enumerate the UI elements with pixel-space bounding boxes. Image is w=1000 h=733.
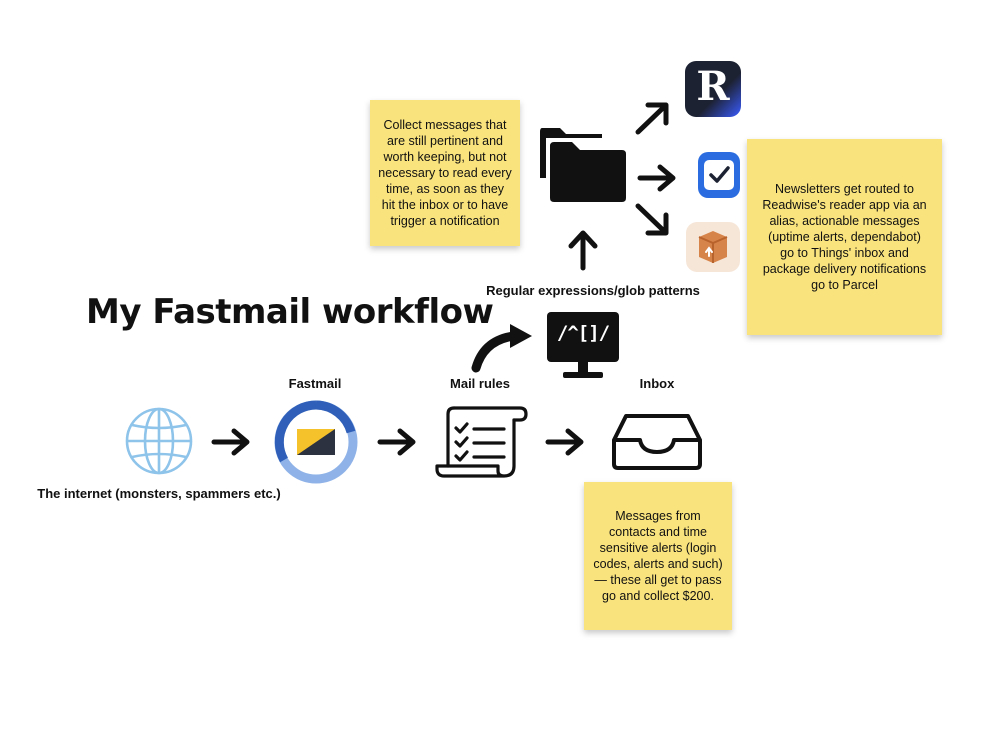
regex-label: Regular expressions/glob patterns [486, 283, 700, 298]
arrow-right-icon [545, 428, 584, 456]
arrow-down-right-icon [635, 203, 669, 236]
monitor-icon [547, 312, 619, 378]
folders-icon [540, 128, 626, 202]
note-newsletters: Newsletters get routed to Readwise's rea… [747, 139, 942, 335]
curved-arrow-icon [471, 324, 532, 373]
fastmail-logo-icon [274, 400, 358, 484]
inbox-tray-icon [612, 414, 702, 470]
arrow-right-icon [211, 428, 250, 456]
note-collect: Collect messages that are still pertinen… [370, 100, 520, 246]
inbox-label: Inbox [639, 376, 675, 391]
arrow-right-icon [637, 164, 676, 192]
regex-glyph: /^[]/ [556, 322, 610, 344]
globe-icon [125, 407, 193, 475]
arrow-up-icon [568, 230, 598, 271]
things-app-icon [698, 152, 740, 198]
mail-rules-label: Mail rules [450, 376, 510, 391]
note-inbox: Messages from contacts and time sensitiv… [584, 482, 732, 630]
arrow-up-right-icon [635, 102, 669, 135]
readwise-letter: R [696, 63, 730, 110]
page-title: My Fastmail workflow [86, 292, 494, 332]
arrow-right-icon [377, 428, 416, 456]
readwise-reader-icon [685, 61, 741, 117]
internet-label: The internet (monsters, spammers etc.) [37, 486, 281, 501]
parcel-app-icon [686, 222, 740, 272]
scroll-checklist-icon [435, 406, 528, 478]
fastmail-label: Fastmail [288, 376, 342, 391]
